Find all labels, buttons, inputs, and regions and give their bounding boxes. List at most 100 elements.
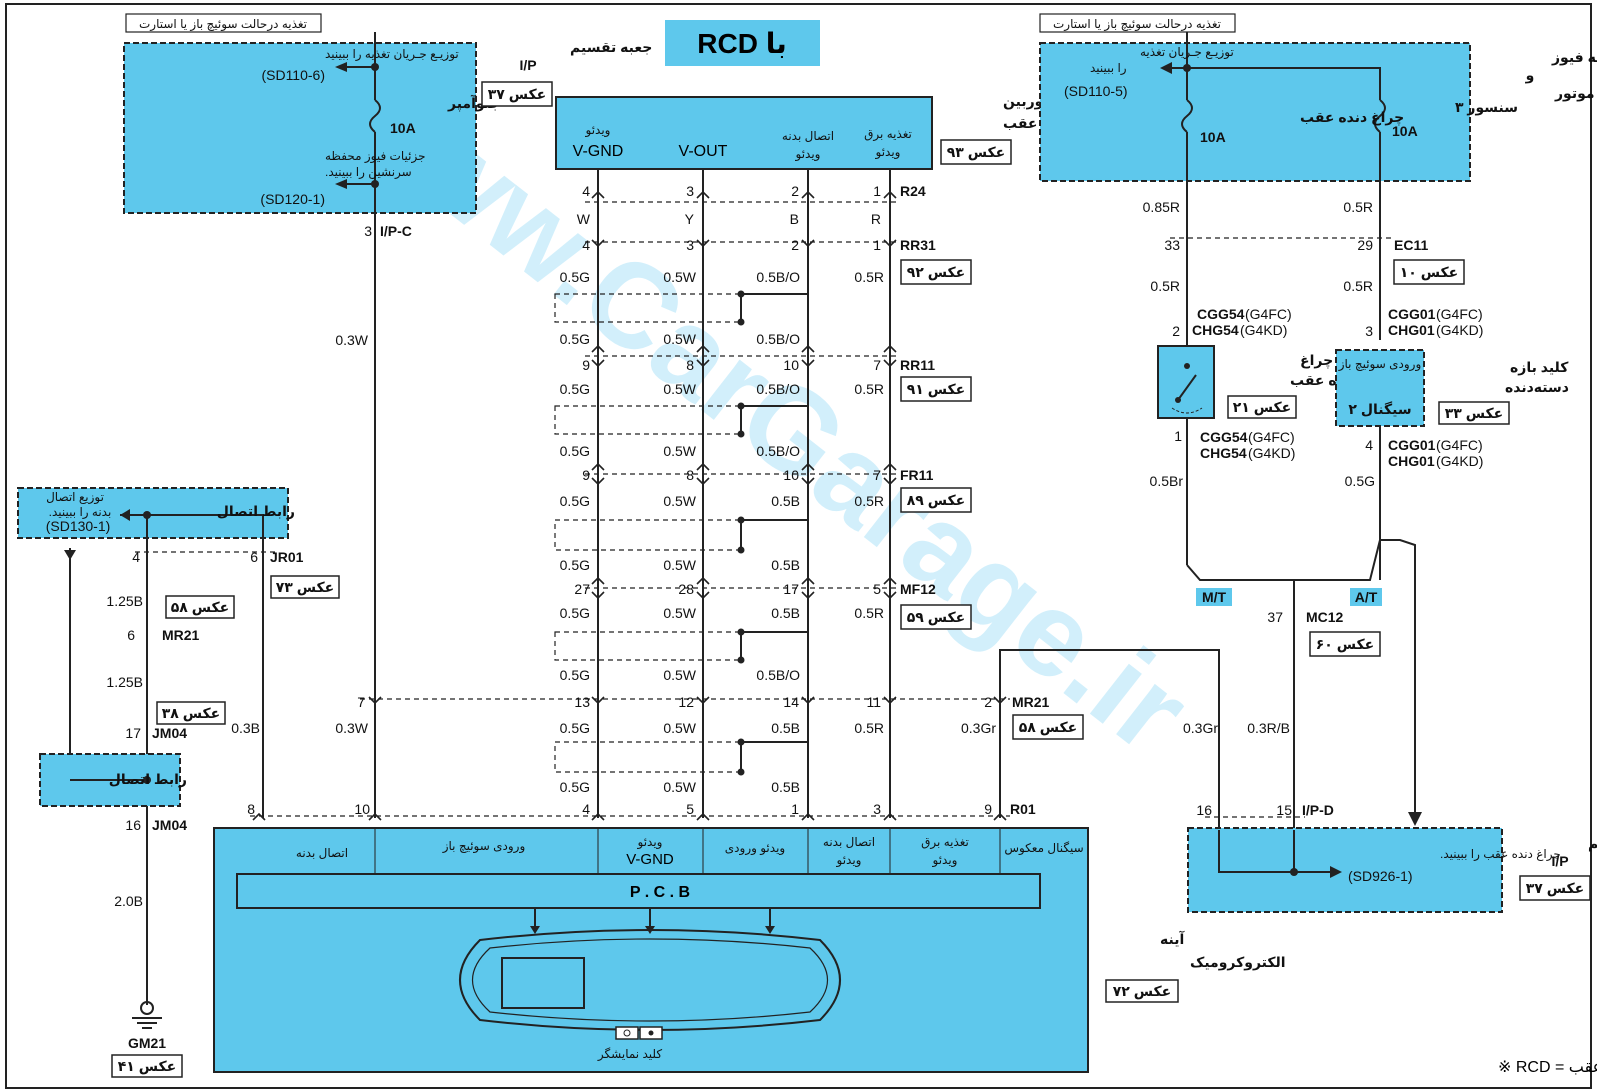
svg-text:7: 7 [357,694,365,710]
svg-text:8: 8 [686,467,694,483]
camera-wires [597,169,891,818]
jr01-ref-box [270,575,340,599]
wire-05R-3: 0.5R [854,381,884,397]
chg54-bot: CHG54 [1200,445,1247,461]
connector-gm21: GM21 [128,1035,166,1051]
ip-right-ref: عکس ۳۷ [1526,880,1584,896]
mc12-ref-box [1309,631,1381,657]
ip-dist-text: توزیـع جـریان تغذیه را ببینید [325,47,459,62]
svg-text:27: 27 [574,581,590,597]
connector-rr31: RR31 [900,237,936,253]
mr21l-ref: عکس ۵۸ [171,599,229,615]
rr11-ref-box [900,376,972,402]
connector-r24: R24 [900,183,926,199]
mirror-t-ground: اتصال بدنه [296,846,348,860]
svg-text:33: 33 [1164,237,1180,253]
svg-text:13: 13 [574,694,590,710]
wire-03W-ign: 0.3W [335,332,368,348]
wire-05W-6: 0.5W [663,557,696,573]
ip-box-ref: عکس ۳۷ [488,86,546,102]
svg-text:5: 5 [686,801,694,817]
fuse1-name: چراغ دنده عقب [1300,109,1404,126]
svg-text:9: 9 [984,801,992,817]
range-ref: عکس ۳۳ [1445,405,1503,421]
connector-r01: R01 [1010,801,1036,817]
wire-05W: 0.5W [663,269,696,285]
chg54-bot-sub: (G4KD) [1248,445,1295,461]
connector-jm04: JM04 [152,725,187,741]
reverse-lamp-switch [1157,345,1215,419]
wire-05G-10: 0.5G [560,779,590,795]
wire-05R-ec3: 0.5R [1343,278,1373,294]
mirror-t-ign: ورودی سوئیچ باز [442,839,526,854]
chg01-top: CHG01 [1388,322,1435,338]
mf12-ref: عکس ۵۹ [907,609,965,625]
fuse2-rating: 10A [1392,123,1418,139]
fuse-icon [1374,99,1386,133]
range-name: کلید بازه [1510,359,1569,375]
wire-05W-3: 0.5W [663,381,696,397]
at-to-ip-wire [1380,539,1416,820]
connector-rr11: RR11 [900,357,935,373]
wire-05G: 0.5G [560,269,590,285]
joint-dist-code: (SD130-1) [46,518,111,534]
wire-05B-5: 0.5B [771,493,800,509]
wire-05W-7: 0.5W [663,605,696,621]
ip-fuse-detail-code: (SD120-1) [260,191,325,207]
at-tag [1350,588,1382,606]
fr11-ref: عکس ۸۹ [907,492,965,508]
mirror-inner-outline [471,938,829,1022]
wire-05G-2: 0.5G [560,331,590,347]
wire-20B: 2.0B [114,893,143,909]
svg-text:3: 3 [686,237,694,253]
svg-text:8: 8 [247,801,255,817]
fuse-icon [1181,99,1193,133]
cgg01-bot: CGG01 [1388,437,1436,453]
wire-05B-6: 0.5B [771,557,800,573]
svg-text:2: 2 [984,694,992,710]
svg-text:6: 6 [250,549,258,565]
wire-05R: 0.5R [854,269,884,285]
fuse-icon [369,99,381,133]
ip-right-code: (SD926-1) [1348,868,1413,884]
svg-text:10: 10 [783,357,799,373]
joint-dist2: بدنه را ببینید. [49,505,112,520]
cam-pin4-main: V-GND [573,143,624,160]
title-box [665,20,820,66]
mr21l-ref-box [165,595,235,619]
wire-05G-7: 0.5G [560,605,590,621]
fuse-dist: توزیـع جـریان تغذیه [1140,45,1234,60]
svg-text:3: 3 [1365,323,1373,339]
pin-r24-3: 3 [686,183,694,199]
connector-ec11: EC11 [1394,237,1428,253]
arrow-left-icon [1160,62,1172,74]
display-key-icon [615,1026,639,1040]
cgg01-bot-sub: (G4FC) [1436,437,1483,453]
fuse-relay-box [1039,42,1471,182]
supply-label-left: تغذیه درحالت سوئیچ باز یا استارت [139,17,307,32]
mirror-ref-box [1105,979,1179,1003]
svg-text:2: 2 [791,237,799,253]
cam-pin4-label: ویدئو [585,123,611,138]
ip-c-pin: 3 [364,223,372,239]
wire-05R-ec1: 0.5R [1343,199,1373,215]
connector-mf12: MF12 [900,581,936,597]
wire-05B-7: 0.5B [771,605,800,621]
svg-text:17: 17 [783,581,799,597]
svg-text:28: 28 [678,581,694,597]
wire-085R: 0.85R [1143,199,1180,215]
cgg54-bot: CGG54 [1200,429,1248,445]
wire-05R-9: 0.5R [854,720,884,736]
mirror-t-vg-a: اتصال بدنه [823,835,875,849]
fuse-box-name: جعبه فیوز [1551,49,1597,66]
mt-tag [1196,588,1232,606]
wire-05BO-2: 0.5B/O [756,331,800,347]
cam-pin3-main: V-OUT [679,143,728,160]
svg-text:29: 29 [1357,237,1373,253]
cam-pin1-a: تغذیه برق [864,127,912,142]
cam-pin2-a: اتصال بدنه [782,129,834,143]
chg01-top-sub: (G4KD) [1436,322,1483,338]
ip-box-name: جعبه تقسیم [570,39,652,55]
svg-text:10: 10 [783,467,799,483]
